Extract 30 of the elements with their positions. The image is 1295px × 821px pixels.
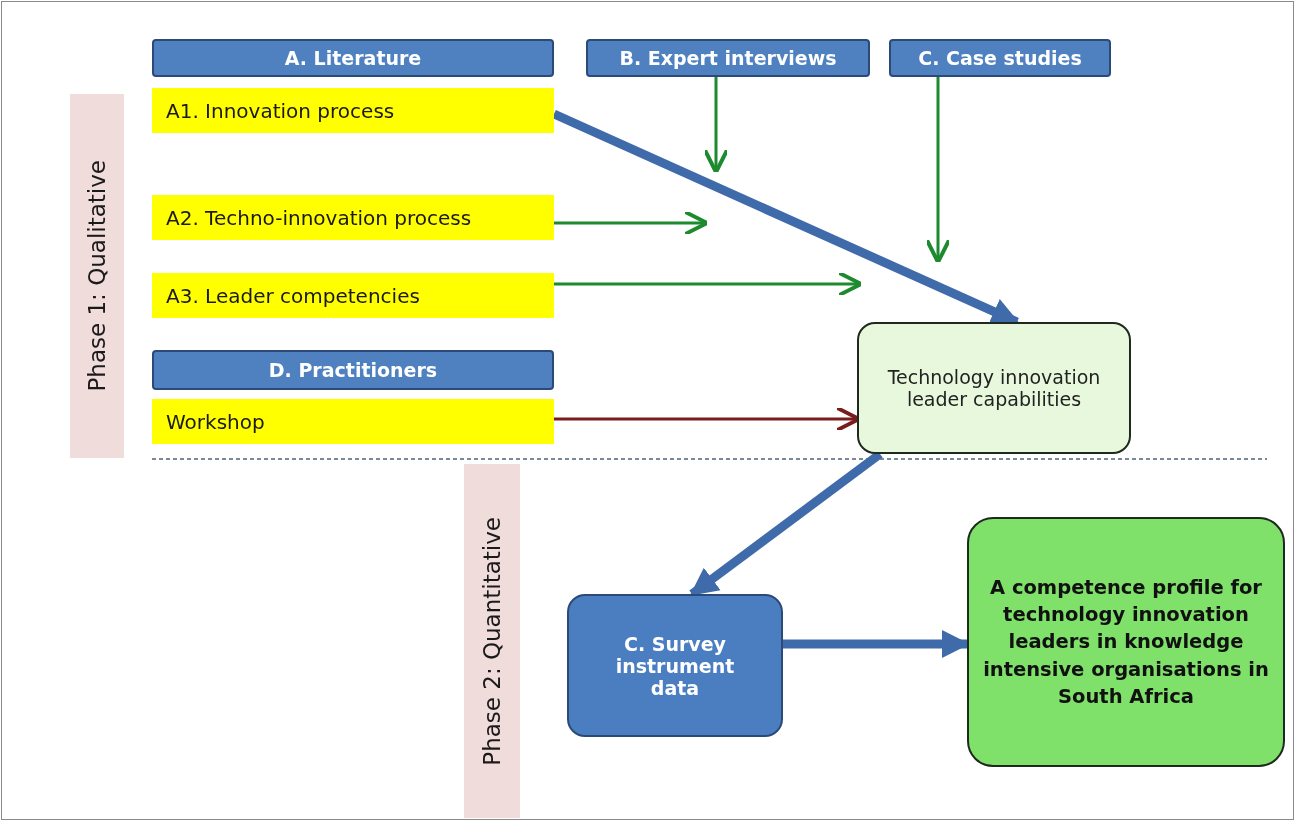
- phase-band: [464, 464, 520, 818]
- result-box: [967, 517, 1285, 767]
- header-bar: [586, 39, 870, 77]
- node-label: C. Case studies: [918, 47, 1082, 69]
- node-label: B. Expert interviews: [619, 47, 837, 69]
- phase-label: Phase 2: Quantitative: [479, 516, 505, 766]
- phase-band: [70, 94, 124, 458]
- node-label: A3. Leader competencies: [166, 283, 420, 308]
- node-label: Technology innovation leader capabilities: [886, 366, 1102, 410]
- item-bar: [152, 273, 554, 318]
- node-label: Workshop: [166, 409, 265, 434]
- header-bar: [889, 39, 1111, 77]
- item-bar: [152, 399, 554, 444]
- header-bar: [152, 39, 554, 77]
- node-label: A1. Innovation process: [166, 98, 395, 123]
- item-bar: [152, 195, 554, 240]
- node-label: A competence profile for technology innovation leaders in knowledge intensive organisations in South Africa: [983, 574, 1269, 710]
- process-box: [567, 594, 783, 737]
- item-bar: [152, 88, 554, 133]
- node-label: D. Practitioners: [268, 359, 438, 381]
- arrow: [554, 210, 710, 236]
- arrow: [554, 271, 864, 297]
- arrow: [925, 77, 951, 265]
- node-label: C. Survey instrument data: [614, 632, 736, 699]
- node-label: A. Literature: [284, 47, 422, 69]
- header-bar: [152, 350, 554, 390]
- arrow: [703, 77, 729, 175]
- process-box: [857, 322, 1131, 454]
- phase-label: Phase 1: Qualitative: [84, 160, 110, 392]
- node-label: A2. Techno-innovation process: [166, 205, 472, 230]
